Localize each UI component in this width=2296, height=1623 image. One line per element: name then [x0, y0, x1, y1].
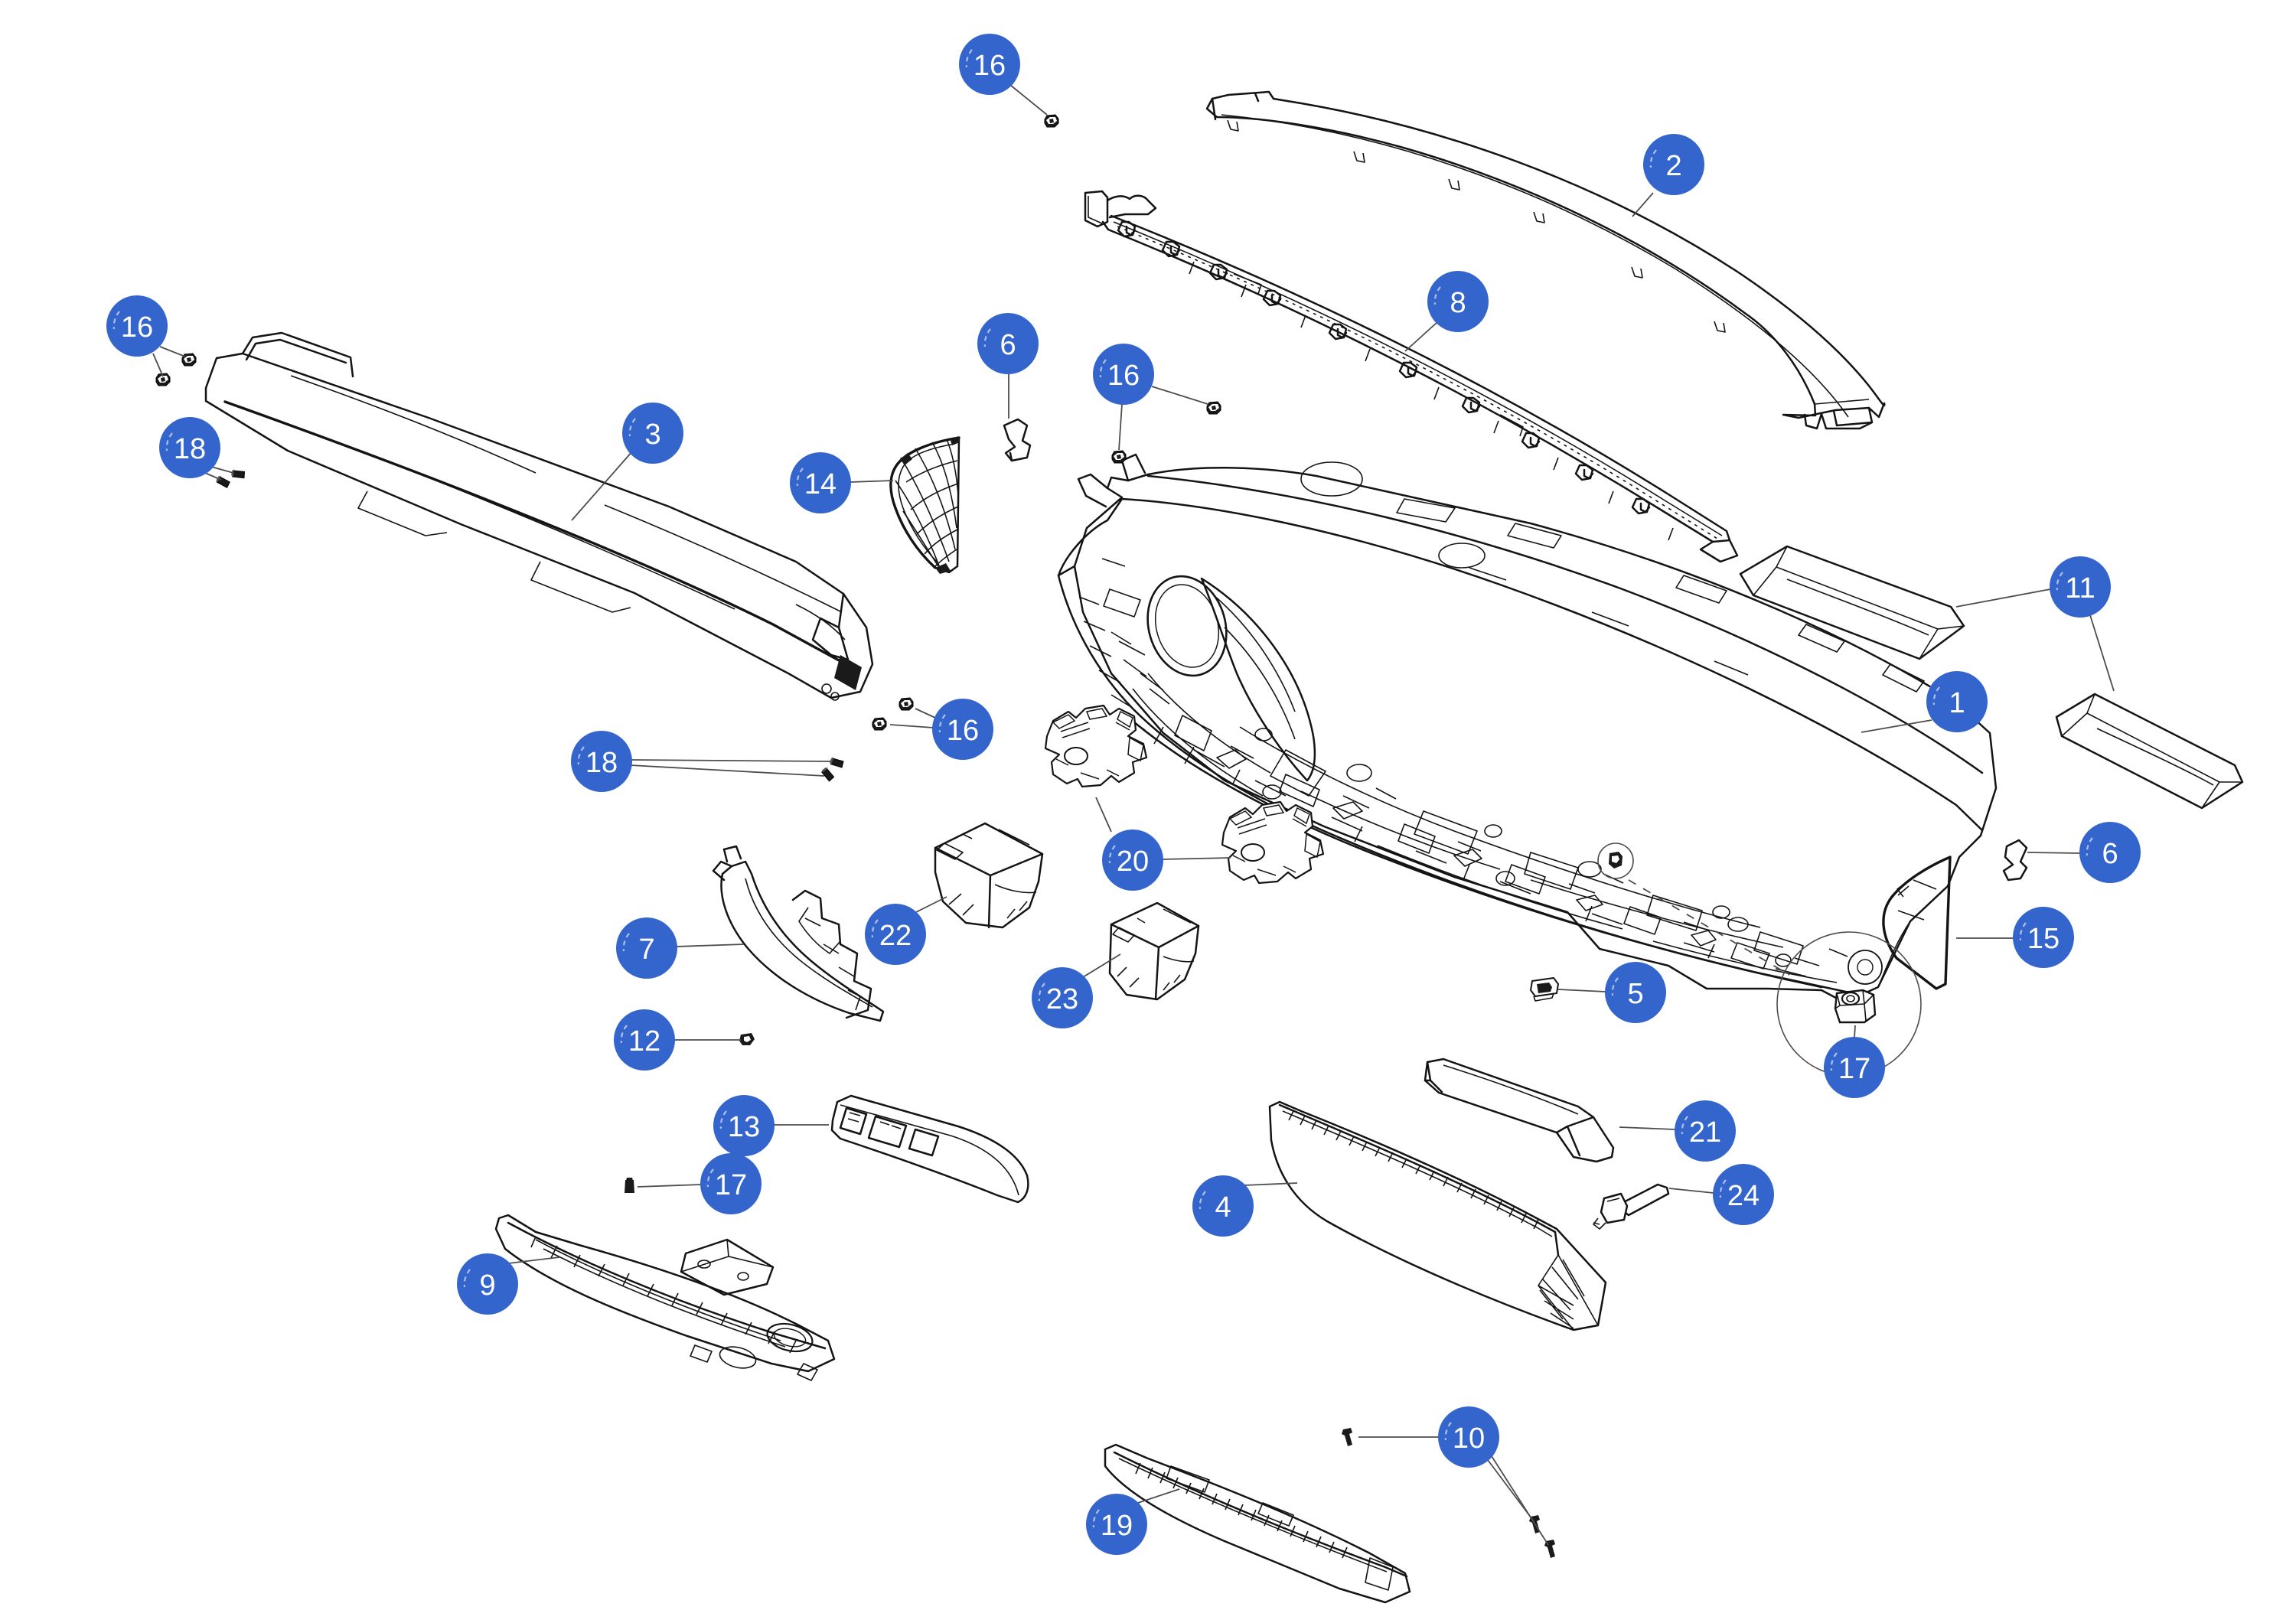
svg-text:20: 20	[1117, 846, 1149, 878]
svg-text:19: 19	[1101, 1510, 1133, 1542]
svg-text:18: 18	[174, 433, 206, 465]
svg-text:16: 16	[947, 715, 979, 747]
svg-text:4: 4	[1215, 1191, 1231, 1224]
svg-text:16: 16	[1107, 360, 1140, 392]
svg-text:6: 6	[1000, 329, 1016, 361]
svg-text:11: 11	[2065, 572, 2095, 605]
svg-text:12: 12	[628, 1025, 660, 1058]
svg-text:14: 14	[804, 468, 837, 500]
svg-text:5: 5	[1627, 978, 1643, 1010]
svg-text:17: 17	[1838, 1053, 1870, 1085]
svg-text:21: 21	[1689, 1116, 1721, 1149]
svg-text:17: 17	[715, 1169, 747, 1201]
svg-text:9: 9	[479, 1269, 495, 1302]
svg-text:18: 18	[585, 747, 618, 779]
svg-text:7: 7	[638, 934, 654, 966]
svg-text:24: 24	[1727, 1180, 1760, 1212]
svg-text:2: 2	[1665, 150, 1681, 182]
svg-text:16: 16	[974, 50, 1006, 82]
svg-text:22: 22	[879, 920, 912, 952]
svg-text:23: 23	[1046, 983, 1078, 1015]
svg-text:10: 10	[1453, 1423, 1485, 1455]
svg-text:6: 6	[2102, 838, 2118, 870]
svg-text:13: 13	[728, 1111, 760, 1143]
svg-text:15: 15	[2027, 923, 2060, 955]
svg-text:16: 16	[121, 311, 153, 344]
svg-text:1: 1	[1949, 687, 1965, 719]
svg-text:3: 3	[644, 419, 660, 451]
svg-text:8: 8	[1450, 287, 1466, 319]
